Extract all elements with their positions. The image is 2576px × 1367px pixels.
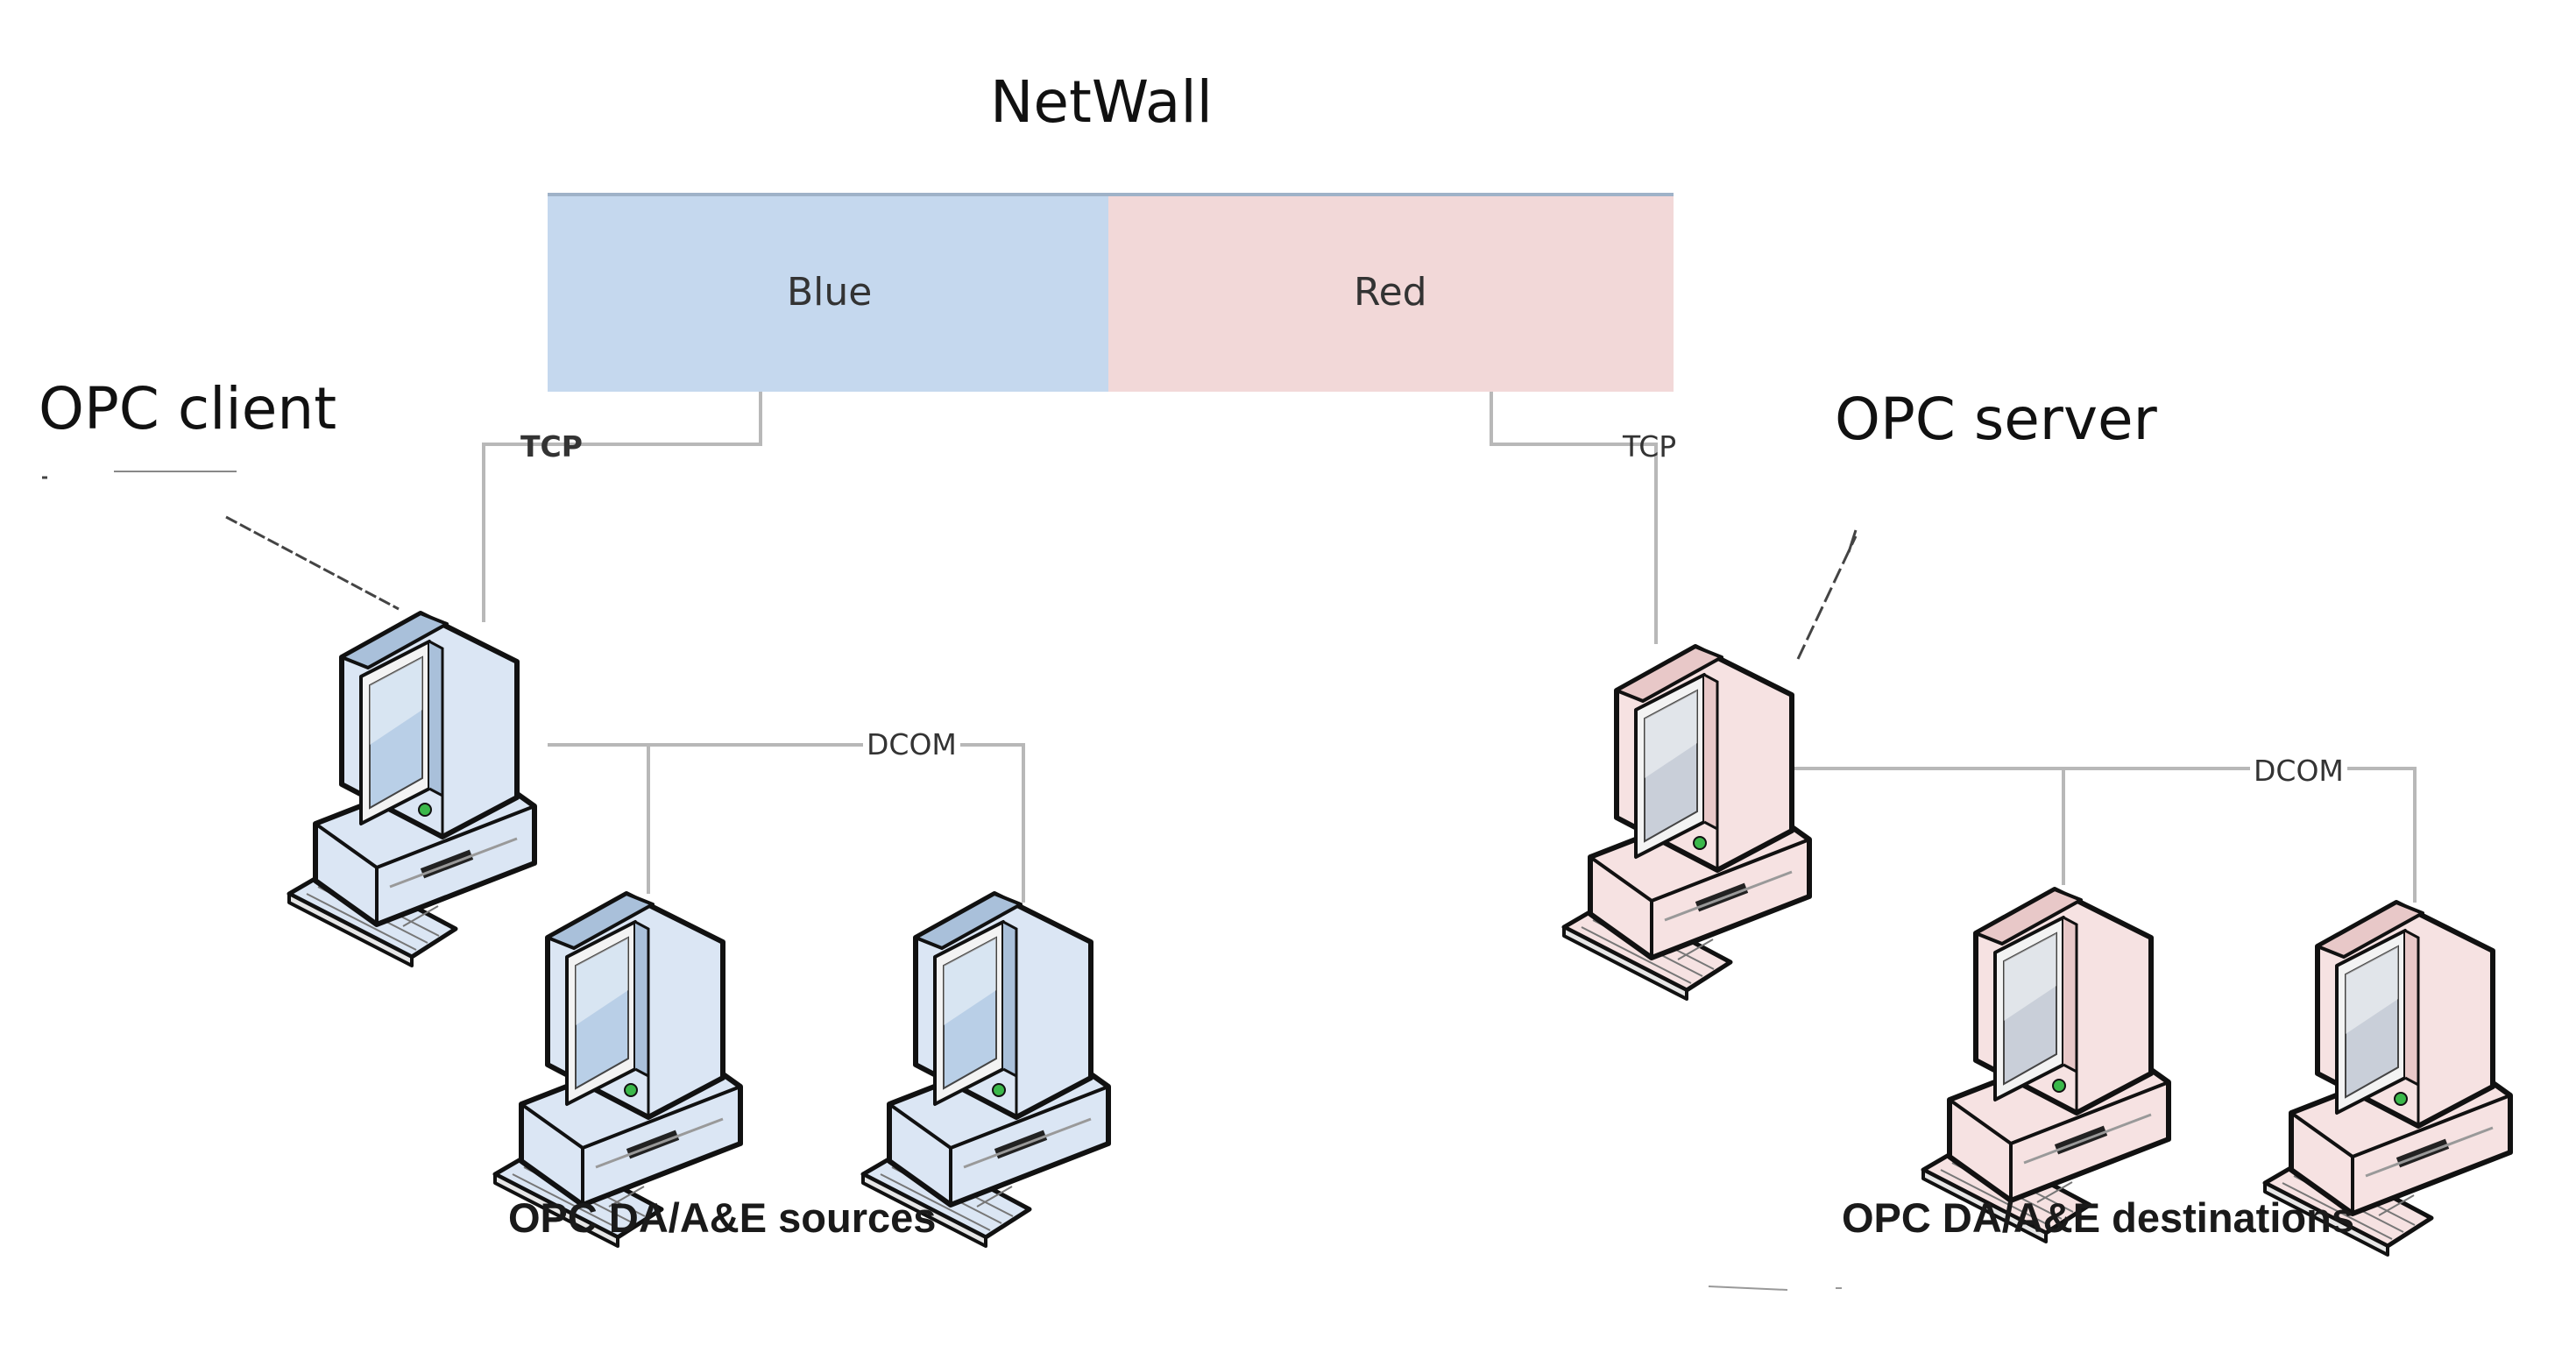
computer-icon-destination-1 [1923,889,2169,1242]
client-tcp-label: TCP [520,429,583,464]
client-dcom-line [548,743,1025,903]
server-tcp-line [1490,392,1658,644]
red-segment-label: Red [1354,270,1427,315]
netwall-box [548,193,1674,392]
server-dcom-label: DCOM [2250,754,2347,788]
client-tcp-line [482,392,762,622]
blue-segment-label: Blue [787,270,873,315]
red-segment [1108,195,1674,392]
computer-icon-client [289,613,534,966]
connector-lines [482,392,2417,903]
server-dcom-line [1792,767,2417,903]
server-tcp-label: TCP [1623,429,1677,464]
client-dcom-label: DCOM [863,727,960,761]
blue-segment [548,195,1108,392]
netwall-title: NetWall [990,68,1214,136]
decorative-strokes [42,471,1858,1291]
computer-icon-server [1564,647,1809,999]
destinations-group-label: OPC DA/A&E destinations [1842,1194,2354,1241]
sources-group-label: OPC DA/A&E sources [508,1194,937,1241]
opc-client-title: OPC client [39,375,337,443]
opc-server-title: OPC server [1835,386,2157,453]
